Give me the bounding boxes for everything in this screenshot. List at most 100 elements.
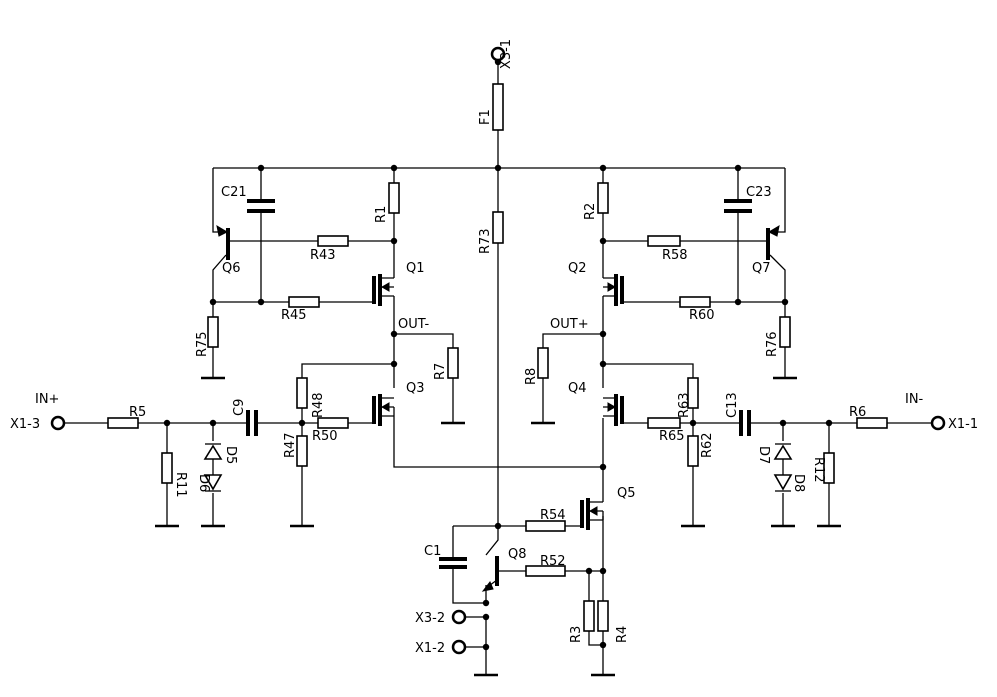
label-q4: Q4 [568, 381, 587, 396]
resistor-r12 [823, 452, 835, 484]
label-q3: Q3 [406, 381, 425, 396]
label-q5: Q5 [617, 486, 636, 501]
diode-d5 [203, 443, 223, 475]
label-x3-1: X3-1 [499, 39, 514, 69]
fuse-f1 [492, 83, 504, 131]
capacitor-c21 [247, 199, 275, 213]
connector-x1-2 [451, 639, 467, 655]
label-q8: Q8 [508, 547, 527, 562]
label-d5: D5 [223, 446, 238, 464]
label-r76: R76 [765, 331, 780, 357]
resistor-r6 [856, 417, 888, 429]
label-r45: R45 [281, 308, 307, 323]
resistor-r63 [687, 377, 699, 409]
label-r73: R73 [478, 228, 493, 254]
resistor-r50 [317, 417, 349, 429]
label-r63: R63 [677, 392, 692, 418]
resistor-r43 [317, 235, 349, 247]
resistor-r65 [647, 417, 681, 429]
label-r48: R48 [311, 392, 326, 418]
label-r50: R50 [312, 429, 338, 444]
resistor-r75 [207, 316, 219, 348]
label-d6: D6 [196, 474, 211, 492]
resistor-r8 [537, 347, 549, 379]
label-r3: R3 [569, 626, 584, 643]
label-d8: D8 [791, 474, 806, 492]
label-r8: R8 [524, 368, 539, 385]
label-c21: C21 [221, 185, 247, 200]
label-r47: R47 [283, 432, 298, 458]
resistor-r4 [597, 600, 609, 632]
label-c1: C1 [424, 544, 441, 559]
label-d7: D7 [756, 446, 771, 464]
label-out-plus: OUT+ [550, 317, 589, 332]
resistor-r52 [525, 565, 566, 577]
label-in-minus: IN- [905, 392, 924, 407]
label-r7: R7 [433, 363, 448, 380]
label-x1-1: X1-1 [948, 417, 978, 432]
capacitor-c1 [439, 557, 467, 569]
label-r5: R5 [129, 405, 146, 420]
transistor-q5 [580, 498, 604, 530]
label-r60: R60 [689, 308, 715, 323]
label-r2: R2 [583, 203, 598, 220]
label-r4: R4 [615, 626, 630, 643]
label-r52: R52 [540, 554, 566, 569]
resistor-r54 [525, 520, 566, 532]
label-r1: R1 [374, 206, 389, 223]
label-c23: C23 [746, 185, 772, 200]
diode-d7 [773, 443, 793, 475]
capacitor-c9 [246, 410, 258, 436]
resistor-r73 [492, 211, 504, 244]
label-q6: Q6 [222, 261, 241, 276]
label-r12: R12 [811, 457, 826, 483]
label-r11: R11 [173, 472, 188, 498]
label-f1: F1 [478, 109, 493, 125]
connector-x1-3 [50, 415, 66, 431]
connector-x3-1 [490, 46, 506, 62]
capacitor-c23 [724, 199, 752, 213]
connector-x1-1 [930, 415, 946, 431]
label-out-minus: OUT- [398, 317, 429, 332]
transistor-q1 [372, 274, 394, 306]
label-r62: R62 [700, 432, 715, 458]
transistor-q6 [216, 224, 230, 260]
label-x1-2: X1-2 [415, 641, 445, 656]
label-r75: R75 [195, 331, 210, 357]
label-q1: Q1 [406, 261, 425, 276]
resistor-r62 [687, 435, 699, 467]
label-r54: R54 [540, 508, 566, 523]
label-in-plus: IN+ [35, 392, 59, 407]
label-q7: Q7 [752, 261, 771, 276]
diode-d6 [203, 474, 223, 492]
transistor-q7 [766, 224, 780, 260]
label-c9: C9 [232, 399, 247, 416]
resistor-r3 [583, 600, 595, 632]
label-x3-2: X3-2 [415, 611, 445, 626]
transistor-q3 [372, 394, 395, 426]
label-r6: R6 [849, 405, 866, 420]
resistor-r2 [597, 182, 609, 214]
label-q2: Q2 [568, 261, 587, 276]
resistor-r60 [679, 296, 711, 308]
resistor-r5 [107, 417, 139, 429]
resistor-r7 [447, 347, 459, 379]
label-r43: R43 [310, 248, 336, 263]
transistor-q2 [603, 274, 624, 306]
resistor-r76 [779, 316, 791, 348]
resistor-r58 [647, 235, 681, 247]
transistor-q4 [603, 394, 624, 426]
capacitor-c13 [739, 410, 751, 436]
resistor-r11 [161, 452, 173, 484]
connector-x3-2 [451, 609, 467, 625]
label-r58: R58 [662, 248, 688, 263]
resistor-r1 [388, 182, 400, 214]
label-c13: C13 [725, 392, 740, 418]
diode-d8 [773, 474, 793, 492]
label-r65: R65 [659, 429, 685, 444]
transistor-q8 [481, 556, 499, 592]
resistor-r45 [288, 296, 320, 308]
resistor-r48 [296, 377, 308, 409]
grounds [155, 376, 841, 677]
